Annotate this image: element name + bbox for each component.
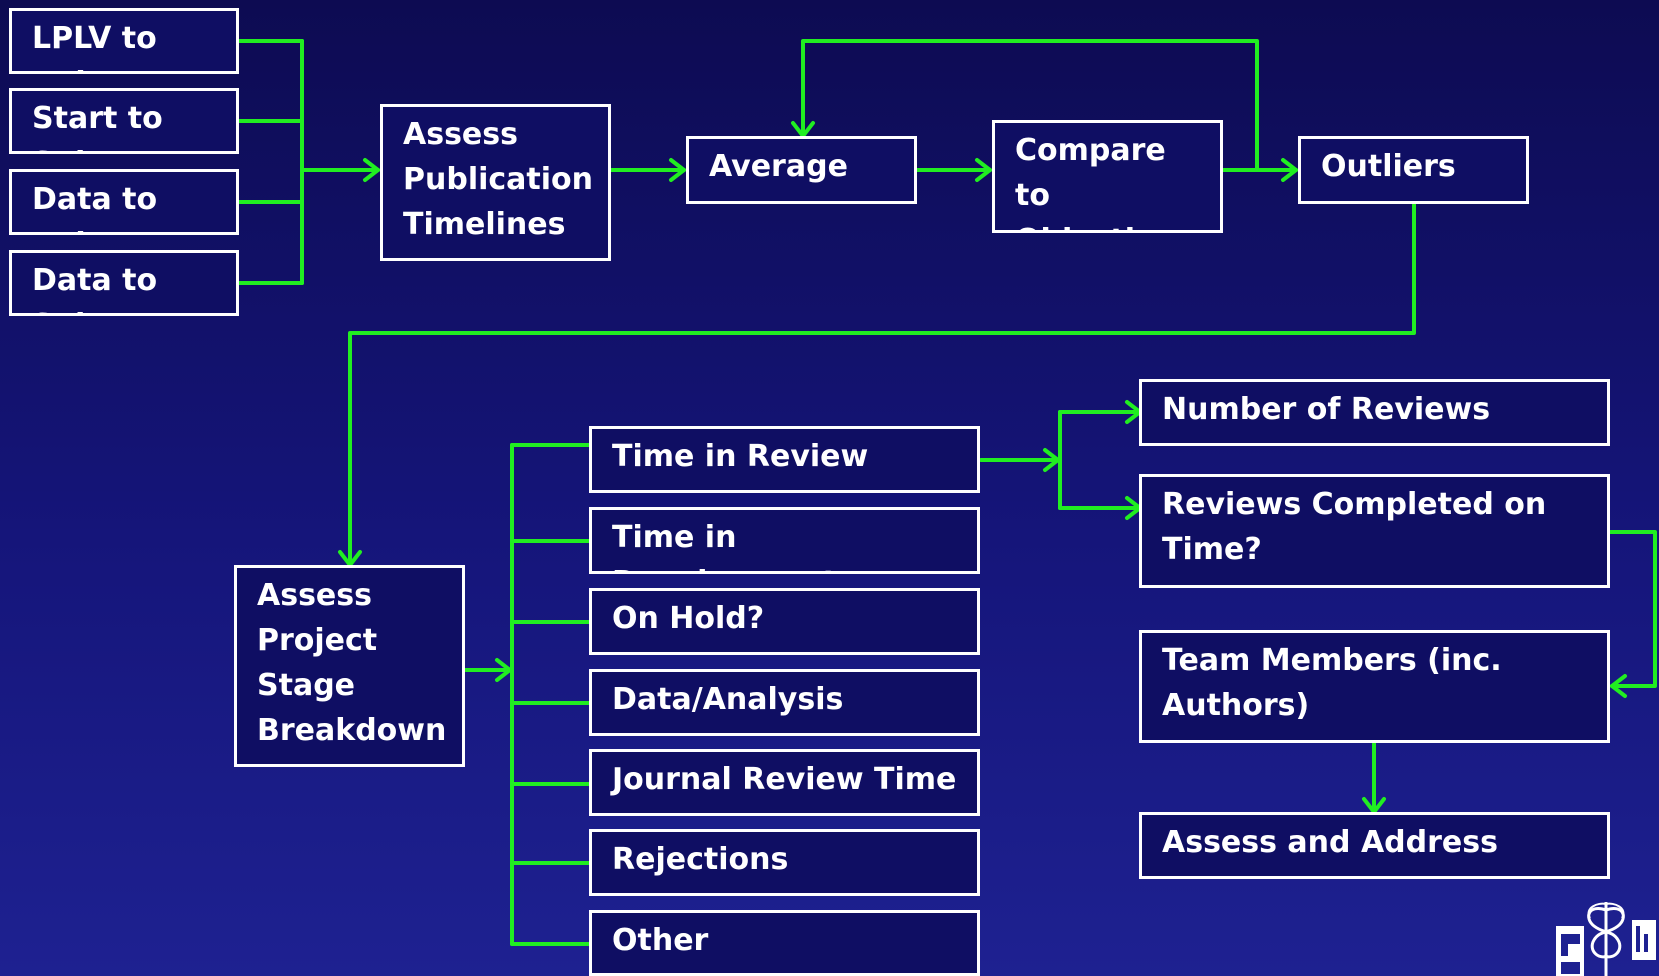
node-number-of-reviews: Number of Reviews <box>1139 379 1610 446</box>
node-start-to-sub: Start to Sub <box>9 88 239 154</box>
node-team-members: Team Members (inc. Authors) <box>1139 630 1610 743</box>
connector-arrowhead-compare <box>975 158 992 182</box>
connector-feedback-loop <box>801 39 1259 172</box>
node-journal-review-time: Journal Review Time <box>589 749 980 816</box>
node-compare-to-objectives: Compare to Objectives <box>992 120 1223 233</box>
node-outliers: Outliers <box>1298 136 1529 204</box>
node-assess-and-address: Assess and Address <box>1139 812 1610 879</box>
node-lplv-to-pub: LPLV to Pub <box>9 8 239 74</box>
connector-outliers-to-project-stage <box>348 202 1416 567</box>
node-time-in-development: Time in Development <box>589 507 980 574</box>
node-reviews-completed-on-time: Reviews Completed on Time? <box>1139 474 1610 588</box>
node-assess-project-stage-breakdown: Assess Project Stage Breakdown <box>234 565 465 767</box>
connector-arrowhead-average <box>669 158 686 182</box>
node-data-to-pub: Data to Pub <box>9 169 239 235</box>
node-on-hold: On Hold? <box>589 588 980 655</box>
node-assess-publication-timelines: Assess Publication Timelines <box>380 104 611 261</box>
connector-arrowhead-team-members <box>1610 674 1627 698</box>
connector-reviews-completed-to-team <box>1606 530 1657 688</box>
node-average: Average <box>686 136 917 204</box>
node-time-in-review: Time in Review <box>589 426 980 493</box>
caduceus-logo-icon <box>1548 896 1659 976</box>
connector-arrowhead-assess-pub <box>363 158 380 182</box>
node-data-to-sub: Data to Sub <box>9 250 239 316</box>
node-data-analysis: Data/Analysis <box>589 669 980 736</box>
node-rejections: Rejections <box>589 829 980 896</box>
node-other: Other <box>589 910 980 976</box>
connector-arrowhead-outliers <box>1281 158 1298 182</box>
